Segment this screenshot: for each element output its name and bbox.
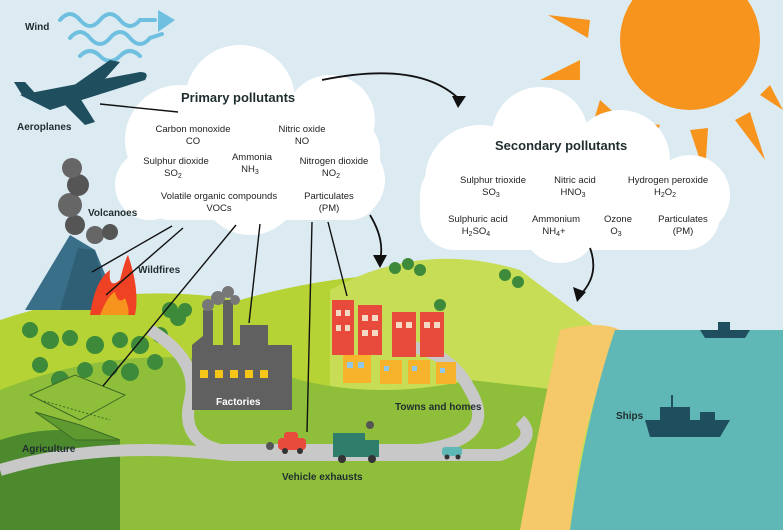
primary-items: Carbon monoxide CO Nitric oxide NO Sulph… [143, 124, 368, 214]
secondary-item-formula: H2SO4 [462, 226, 491, 238]
arrow-primary-to-secondary [321, 72, 461, 101]
secondary-item-name: Ammonium [532, 214, 580, 225]
large-ship-icon [645, 395, 730, 437]
secondary-item-name: Hydrogen peroxide [628, 175, 708, 186]
primary-pollutants-cloud [115, 45, 385, 235]
small-ship-icon [700, 322, 750, 338]
primary-item-name: Nitrogen dioxide [300, 156, 369, 167]
secondary-pollutants-cloud [420, 87, 730, 263]
secondary-item-formula: HNO3 [560, 187, 585, 199]
secondary-item-name: Nitric acid [554, 175, 596, 186]
secondary-item-name: Particulates [658, 214, 708, 225]
secondary-title: Secondary pollutants [495, 138, 627, 153]
primary-item-name: Sulphur dioxide [143, 156, 209, 167]
primary-item-name: Particulates [304, 191, 354, 202]
trees-town [389, 258, 524, 311]
car-icon [266, 432, 306, 454]
primary-item-name: Volatile organic compounds [161, 191, 277, 202]
town-buildings-icon [332, 300, 456, 384]
primary-item-formula: VOCs [206, 203, 232, 214]
label-wildfires: Wildfires [138, 265, 181, 276]
secondary-item-name: Sulphuric acid [448, 214, 508, 225]
label-factories: Factories [216, 397, 261, 408]
beach [520, 325, 620, 530]
label-wind: Wind [25, 22, 49, 33]
primary-item-formula: NH3 [241, 164, 259, 176]
label-agriculture: Agriculture [22, 444, 76, 455]
agriculture-fields-icon [28, 374, 127, 441]
primary-item-name: Ammonia [232, 152, 273, 163]
secondary-item-formula: (PM) [673, 226, 694, 237]
wildfire-icon [90, 255, 137, 315]
primary-item-formula: NO2 [322, 168, 340, 180]
primary-item-formula: CO [186, 136, 200, 147]
factory-icon [192, 286, 292, 410]
trees-factory [162, 302, 192, 318]
source-lines [91, 103, 348, 433]
secondary-item-formula: NH4+ [542, 226, 566, 238]
aeroplane-icon [14, 60, 147, 125]
secondary-item-formula: SO3 [482, 187, 500, 199]
primary-title: Primary pollutants [181, 90, 295, 105]
primary-item-name: Nitric oxide [279, 124, 326, 135]
label-towns: Towns and homes [395, 402, 482, 413]
secondary-item-name: Sulphur trioxide [460, 175, 526, 186]
primary-item-formula: NO [295, 136, 309, 147]
secondary-items: Sulphur trioxide SO3 Nitric acid HNO3 Hy… [448, 175, 708, 238]
arrowheads [373, 96, 586, 302]
label-vehicles: Vehicle exhausts [282, 472, 363, 483]
truck-icon [333, 421, 379, 463]
secondary-item-formula: O3 [610, 226, 621, 238]
label-volcanoes: Volcanoes [88, 208, 138, 219]
secondary-item-name: Ozone [604, 214, 632, 225]
label-ships: Ships [616, 411, 644, 422]
primary-item-formula: SO2 [164, 168, 182, 180]
primary-item-name: Carbon monoxide [156, 124, 231, 135]
blue-car-icon [442, 447, 462, 460]
primary-item-formula: (PM) [319, 203, 340, 214]
label-aeroplanes: Aeroplanes [17, 122, 72, 133]
road-main [0, 415, 533, 476]
secondary-item-formula: H2O2 [654, 187, 676, 199]
